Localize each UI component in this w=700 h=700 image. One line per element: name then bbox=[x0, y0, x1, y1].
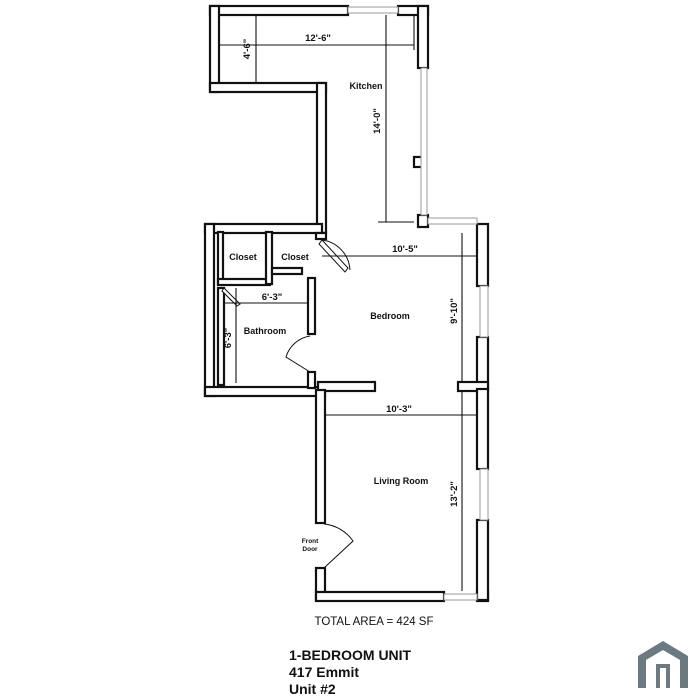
wall-kitchen-bottom bbox=[208, 81, 328, 94]
wall-kitchen-left bbox=[208, 4, 221, 94]
wall-corridor-left bbox=[315, 81, 328, 235]
dim-label-kitchen-length: 14'-0" bbox=[372, 108, 383, 134]
dim-label-bedroom-width: 10'-5" bbox=[392, 244, 418, 255]
label-front-door-line1: Front bbox=[302, 538, 319, 545]
dim-label-living-length: 13'-2" bbox=[449, 481, 460, 507]
house-logo-icon bbox=[638, 641, 688, 688]
doors bbox=[221, 239, 354, 569]
dim-label-bathroom-width: 6'-3" bbox=[262, 292, 283, 303]
wall-bath-right bbox=[306, 276, 317, 336]
wall-left-block bbox=[203, 222, 216, 398]
wall-living-left-upper bbox=[314, 388, 327, 525]
wall-stub bbox=[314, 231, 328, 241]
wall-right-notch bbox=[456, 380, 490, 393]
title-line-1: 1-BEDROOM UNIT bbox=[289, 647, 412, 663]
window-kitchen-corner bbox=[427, 217, 478, 225]
room-label-closet-1: Closet bbox=[229, 252, 257, 262]
title-line-2: 417 Emmit bbox=[289, 664, 359, 680]
label-front-door-line2: Door bbox=[302, 546, 318, 553]
window-kitchen-top bbox=[347, 6, 399, 14]
room-label-kitchen: Kitchen bbox=[349, 81, 382, 91]
wall-living-bottom-left bbox=[314, 590, 446, 603]
wall-kitchen-right-lower bbox=[416, 213, 430, 229]
door-swing-bedroom bbox=[321, 239, 351, 271]
wall-closet2-bottom bbox=[270, 266, 304, 276]
wall-right-1 bbox=[475, 222, 490, 288]
dim-label-living-width: 10'-3" bbox=[386, 404, 412, 415]
room-label-closet-2: Closet bbox=[281, 252, 309, 262]
wall-bath-left bbox=[216, 286, 226, 387]
walls bbox=[203, 4, 490, 603]
wall-kitchen-right-upper bbox=[416, 4, 430, 70]
room-label-living-room: Living Room bbox=[374, 476, 429, 486]
window-living-bottom bbox=[443, 593, 478, 601]
wall-kitchen-top bbox=[208, 4, 350, 17]
door-swing-front bbox=[323, 523, 354, 569]
wall-bed-living-divider bbox=[316, 380, 377, 393]
wall-closet-divider bbox=[264, 230, 274, 286]
wall-right-4 bbox=[475, 518, 490, 602]
dim-label-kitchen-width: 12'-6" bbox=[305, 33, 331, 44]
window-kitchen-right bbox=[420, 67, 428, 216]
wall-closet1-bottom bbox=[216, 277, 272, 287]
dim-label-bedroom-length: 9'-10" bbox=[449, 298, 460, 324]
wall-right-3 bbox=[475, 387, 490, 471]
room-label-bathroom: Bathroom bbox=[244, 326, 287, 336]
window-living bbox=[479, 468, 489, 521]
total-area: TOTAL AREA = 424 SF bbox=[315, 616, 434, 628]
dim-label-kitchen-depth: 4'-6" bbox=[242, 39, 253, 60]
dim-label-bathroom-length: 6'-3" bbox=[223, 328, 234, 349]
title-line-3: Unit #2 bbox=[289, 681, 336, 697]
windows bbox=[347, 6, 489, 601]
door-swing-bathroom bbox=[285, 335, 311, 373]
dimension-lines bbox=[220, 15, 476, 591]
wall-bath-right-lower bbox=[306, 370, 317, 390]
room-label-bedroom: Bedroom bbox=[370, 311, 410, 321]
window-bedroom bbox=[479, 285, 489, 338]
wall-closet1-left bbox=[216, 230, 225, 286]
